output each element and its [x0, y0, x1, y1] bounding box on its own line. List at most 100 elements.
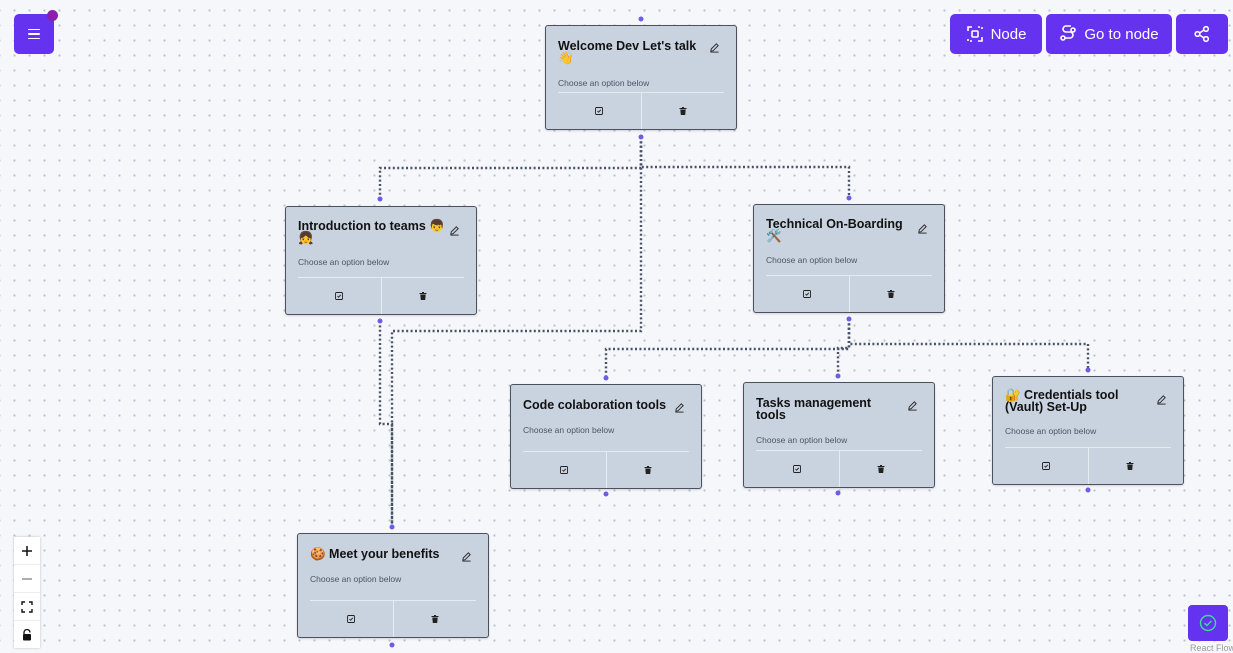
node-actions: [756, 450, 922, 487]
open-node-button[interactable]: [756, 451, 839, 487]
handle[interactable]: [603, 491, 609, 497]
open-icon: [560, 466, 569, 474]
node-subtitle: Choose an option below: [523, 425, 615, 435]
zoom-out-icon: [22, 577, 32, 580]
trash-icon: [1126, 462, 1134, 470]
edge-intro-benefits[interactable]: [378, 321, 394, 527]
open-node-button[interactable]: [523, 452, 606, 488]
edit-pencil-icon[interactable]: [461, 551, 472, 562]
node-subtitle: Choose an option below: [766, 255, 858, 265]
delete-node-button[interactable]: [392, 601, 477, 637]
delete-node-button[interactable]: [838, 451, 923, 487]
edit-pencil-icon[interactable]: [917, 223, 928, 234]
edge-welcome-technical[interactable]: [639, 137, 851, 198]
share-icon: [1194, 25, 1210, 43]
open-icon: [347, 615, 356, 623]
handle[interactable]: [603, 375, 609, 381]
add-node-label: Node: [990, 25, 1027, 43]
add-node-button[interactable]: Node: [950, 14, 1042, 54]
handle[interactable]: [377, 196, 383, 202]
edit-pencil-icon[interactable]: [674, 402, 685, 413]
go-to-node-button[interactable]: Go to node: [1046, 14, 1172, 54]
flow-node-tasks-management[interactable]: Tasks management tools Choose an option …: [743, 382, 935, 488]
node-actions: [558, 92, 724, 129]
node-subtitle: Choose an option below: [558, 78, 650, 88]
open-icon: [1042, 462, 1051, 470]
open-node-button[interactable]: [298, 278, 381, 314]
delete-node-button[interactable]: [605, 452, 690, 488]
open-node-button[interactable]: [1005, 448, 1088, 484]
node-title: 🍪 Meet your benefits: [310, 547, 440, 561]
node-subtitle: Choose an option below: [310, 574, 402, 584]
edit-pencil-icon[interactable]: [1156, 394, 1167, 405]
node-title: Welcome Dev Let's talk 👋: [558, 39, 697, 65]
edit-pencil-icon[interactable]: [907, 400, 918, 411]
handle[interactable]: [1085, 367, 1091, 373]
menu-button[interactable]: [14, 14, 54, 54]
flow-node-welcome[interactable]: Welcome Dev Let's talk 👋 Choose an optio…: [545, 25, 737, 130]
open-node-button[interactable]: [310, 601, 393, 637]
open-icon: [335, 292, 344, 300]
node-subtitle: Choose an option below: [756, 435, 848, 445]
handle[interactable]: [846, 316, 852, 322]
zoom-in-icon: [22, 545, 32, 556]
lock-icon: [23, 628, 31, 640]
react-flow-attribution[interactable]: React Flow: [1190, 643, 1233, 653]
node-title: Code colaboration tools: [523, 398, 667, 412]
node-title: Technical On-Boarding 🛠️: [766, 217, 903, 243]
open-icon: [793, 465, 802, 473]
handle[interactable]: [846, 195, 852, 201]
zoom-in-button[interactable]: [14, 537, 40, 565]
share-button[interactable]: [1176, 14, 1228, 54]
check-circle-icon: [1199, 614, 1217, 632]
handle[interactable]: [638, 134, 644, 140]
delete-node-button[interactable]: [848, 276, 933, 312]
lock-button[interactable]: [14, 621, 40, 648]
flow-node-code-collaboration[interactable]: Code colaboration tools Choose an option…: [510, 384, 702, 489]
node-actions: [298, 277, 464, 314]
route-icon: [1060, 25, 1077, 41]
delete-node-button[interactable]: [380, 278, 465, 314]
edge-technical-code[interactable]: [604, 319, 851, 378]
flow-controls: [14, 537, 40, 648]
open-node-button[interactable]: [558, 93, 641, 129]
handle[interactable]: [638, 16, 644, 22]
node-title: Tasks management tools: [756, 396, 872, 422]
zoom-out-button[interactable]: [14, 565, 40, 593]
node-title: 🔐 Credentials tool (Vault) Set-Up: [1005, 388, 1119, 414]
trash-icon: [679, 107, 687, 115]
flow-node-credentials-vault[interactable]: 🔐 Credentials tool (Vault) Set-Up Choose…: [992, 376, 1184, 485]
node-actions: [310, 600, 476, 637]
edit-pencil-icon[interactable]: [449, 225, 460, 236]
node-subtitle: Choose an option below: [1005, 426, 1097, 436]
handle[interactable]: [835, 490, 841, 496]
handle[interactable]: [835, 373, 841, 379]
edit-pencil-icon[interactable]: [709, 42, 720, 53]
handle[interactable]: [389, 524, 395, 530]
trash-icon: [644, 466, 652, 474]
edge-technical-tasks[interactable]: [836, 319, 851, 376]
trash-icon: [877, 465, 885, 473]
flow-node-intro-teams[interactable]: Introduction to teams 👦 👧 Choose an opti…: [285, 206, 477, 315]
trash-icon: [887, 290, 895, 298]
edge-welcome-intro[interactable]: [378, 137, 643, 199]
handle[interactable]: [1085, 487, 1091, 493]
delete-node-button[interactable]: [1087, 448, 1172, 484]
status-button[interactable]: [1188, 605, 1228, 641]
fit-view-icon: [21, 600, 33, 613]
flow-node-technical-onboarding[interactable]: Technical On-Boarding 🛠️ Choose an optio…: [753, 204, 945, 313]
flow-node-benefits[interactable]: 🍪 Meet your benefits Choose an option be…: [297, 533, 489, 638]
delete-node-button[interactable]: [640, 93, 725, 129]
trash-icon: [431, 615, 439, 623]
node-actions: [1005, 447, 1171, 484]
edge-technical-credentials[interactable]: [847, 319, 1090, 370]
node-actions: [523, 451, 689, 488]
open-node-button[interactable]: [766, 276, 849, 312]
hamburger-icon: [28, 28, 40, 40]
node-subtitle: Choose an option below: [298, 257, 390, 267]
open-icon: [803, 290, 812, 298]
fit-view-button[interactable]: [14, 593, 40, 621]
handle[interactable]: [377, 318, 383, 324]
handle[interactable]: [389, 642, 395, 648]
go-to-node-label: Go to node: [1084, 25, 1159, 43]
